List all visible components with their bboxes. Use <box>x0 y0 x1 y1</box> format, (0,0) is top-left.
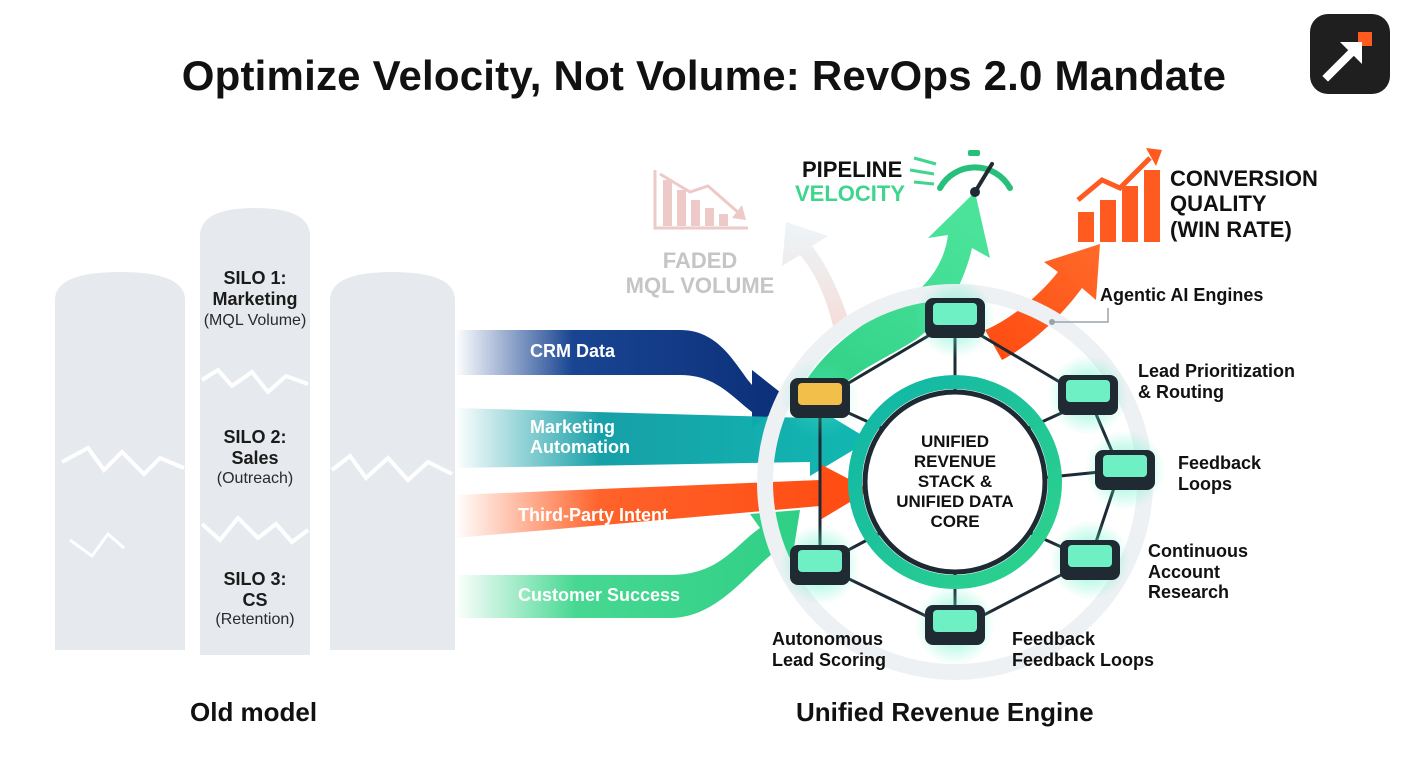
speedometer-icon <box>909 150 1013 197</box>
ai-chip-node-autonomous-scoring <box>780 525 860 605</box>
silo-1-column <box>200 208 310 655</box>
faded-mql-label: FADED MQL VOLUME <box>625 248 775 299</box>
silo-crack <box>330 453 453 483</box>
stream-marketing-label: Marketing Automation <box>530 417 630 457</box>
core-ring <box>848 375 1062 589</box>
stream-crm-label: CRM Data <box>530 341 616 361</box>
core-ring-inner <box>862 389 1048 575</box>
ai-chip-node-crm-entry <box>780 358 860 438</box>
stream-cs-shape <box>455 510 800 618</box>
pipeline-label: PIPELINE <box>802 157 903 182</box>
silo-2-name: SILO 2: Sales <box>223 427 287 468</box>
silo-columns <box>55 208 455 655</box>
node-label-autonomous-scoring: Autonomous Lead Scoring <box>772 629 887 670</box>
node-label-continuous-research: Continuous Account Research <box>1148 541 1248 603</box>
stream-intent-shape <box>455 464 870 538</box>
conversion-label: CONVERSION QUALITY (WIN RATE) <box>1170 166 1318 242</box>
brand-logo <box>1310 14 1390 94</box>
node-label-feedback-right: Feedback Loops <box>1178 453 1262 494</box>
old-model-label: Old model <box>190 697 318 727</box>
velocity-arrow <box>800 192 990 400</box>
silo-crack <box>69 531 125 559</box>
silo-crack <box>61 445 185 477</box>
ai-chip-node-continuous-research <box>1050 520 1130 600</box>
faded-arrow <box>782 222 852 335</box>
node-label-feedback-bottom: Feedback Feedback Loops <box>1012 629 1155 670</box>
silo-left <box>55 272 185 650</box>
node-label-agentic: Agentic AI Engines <box>1100 285 1264 305</box>
ai-chip-node-feedback-right <box>1085 430 1165 510</box>
unified-engine-label: Unified Revenue Engine <box>796 697 1094 727</box>
node-label-lead-prioritization: Lead Prioritization & Routing <box>1138 361 1296 402</box>
ai-chip-node-lead-prioritization <box>1048 355 1128 435</box>
bar-chart-icon <box>1076 148 1162 242</box>
silo-crack <box>200 515 310 545</box>
conversion-arrow <box>985 244 1100 360</box>
silo-2-sub: (Outreach) <box>216 470 294 487</box>
silo-3-name: SILO 3: CS <box>223 569 287 610</box>
silo-1-sub: (MQL Volume) <box>203 312 307 329</box>
stream-intent-label: Third-Party Intent <box>518 505 669 525</box>
arrow-logo-icon <box>1322 32 1372 82</box>
agentic-leader-line <box>1052 308 1109 323</box>
silo-crack <box>200 367 309 395</box>
page-title: Optimize Velocity, Not Volume: RevOps 2.… <box>181 52 1227 99</box>
velocity-label: VELOCITY <box>795 181 906 206</box>
ai-chip-node-agentic <box>915 278 995 358</box>
ai-chip-node-feedback-bottom <box>915 585 995 665</box>
stream-crm-shape <box>455 330 790 428</box>
silo-1-name: SILO 1: Marketing <box>212 268 298 309</box>
faded-chart-icon <box>653 170 748 230</box>
stream-cs-label: Customer Success <box>518 585 681 605</box>
silo-3-sub: (Retention) <box>215 611 295 628</box>
core-label: UNIFIED REVENUE STACK & UNIFIED DATA COR… <box>896 432 1014 532</box>
